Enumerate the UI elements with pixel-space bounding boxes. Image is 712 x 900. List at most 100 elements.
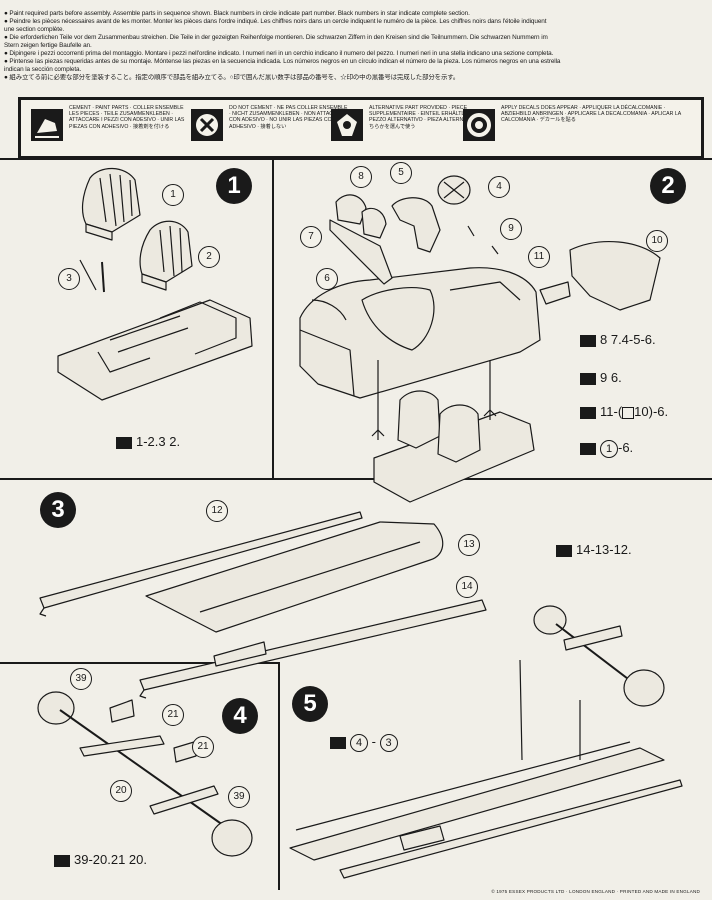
step2-sequence-a: 8 7.4-5-6.: [580, 332, 656, 347]
step4-sequence: 39-20.21 20.: [54, 852, 147, 867]
pedal-part-3: [101, 261, 105, 293]
intro-line: une section complète.: [4, 26, 65, 33]
divider: [0, 478, 712, 480]
callout-part-21: 21: [162, 704, 184, 726]
divider: [272, 160, 274, 478]
car-body: [299, 267, 541, 399]
step4-sequence-text: 39-20.21 20.: [74, 852, 148, 867]
callout-part-14: 14: [456, 576, 478, 598]
symbol-legend: CEMENT · PAINT PARTS · COLLER ENSEMBLE L…: [18, 97, 704, 159]
step3-sequence: 14-13-12.: [556, 542, 632, 557]
intro-line: ● 組み立てる前に必要な部分を塗装すること。指定の順序で部品を組み立てる。○印で…: [4, 74, 460, 81]
seat-floor-assembly: [373, 390, 535, 503]
alternate-part-icon: [331, 109, 363, 141]
bracket-part-11: [539, 281, 571, 305]
callout-part-10: 10: [646, 230, 668, 252]
cement-icon: [556, 544, 572, 557]
part-circle: 3: [379, 734, 398, 752]
cement-icon: [580, 334, 596, 347]
callout-part-9: 9: [500, 218, 522, 240]
step2-sequence-a-text: 8 7.4-5-6.: [600, 332, 656, 347]
intro-line: ● Pintense las piezas requeridas antes d…: [4, 58, 561, 65]
step2-sequence-b-text: 9 6.: [600, 370, 622, 385]
step2-sequence-c-text-b: 10)-6.: [634, 404, 669, 419]
copyright-notice: © 1975 ESSEX PRODUCTS LTD · LONDON ENGLA…: [491, 889, 700, 894]
divider: [0, 662, 278, 664]
part-circle: 1: [600, 440, 618, 458]
intro-line: ● Dipingere i pezzi occorrenti prima del…: [4, 50, 554, 57]
legend-decal-text: APPLY DECALS DOES APPEAR · APPLIQUER LA …: [501, 105, 681, 124]
step-number-5: 5: [292, 686, 328, 722]
callout-part-5: 5: [390, 162, 412, 184]
callout-part-20: 20: [110, 780, 132, 802]
callout-part-11: 11: [528, 246, 550, 268]
callout-part-1: 1: [162, 184, 184, 206]
callout-part-7: 7: [300, 226, 322, 248]
step-number-3: 3: [40, 492, 76, 528]
floor-pan: [57, 299, 253, 401]
cement-icon: [580, 442, 596, 455]
divider: [0, 158, 712, 160]
cement-icon: [580, 406, 596, 419]
legend-cement: CEMENT · PAINT PARTS · COLLER ENSEMBLE L…: [27, 103, 187, 151]
intro-line: ● Peindre les pièces nécessaires avant d…: [4, 18, 547, 25]
rear-axle-assembly: [533, 605, 665, 707]
dashboard-part-7: [329, 219, 393, 285]
cement-icon: [330, 736, 346, 749]
cowl-part-5: [391, 197, 441, 253]
callout-part-4: 4: [488, 176, 510, 198]
intro-instructions: ● Paint required parts before assembly. …: [4, 10, 704, 82]
legend-do-not-cement-text: DO NOT CEMENT · NE PAS COLLER ENSEMBLE ·…: [229, 105, 348, 130]
step2-sequence-c: 11-( 10)-6.: [580, 404, 668, 419]
legend-decal: APPLY DECALS DOES APPEAR · APPLIQUER LA …: [459, 103, 689, 151]
cement-icon: [580, 372, 596, 385]
fender-part-10: [569, 241, 661, 311]
assembled-chassis: [289, 741, 683, 879]
legend-alternate-part: ALTERNATIVE PART PROVIDED · PIECE SUPPLE…: [327, 103, 487, 151]
callout-part-13: 13: [458, 534, 480, 556]
step1-sequence: 1-2.3 2.: [116, 434, 180, 449]
cement-icon: [116, 436, 132, 449]
floor-panel-13: [145, 521, 444, 633]
screen-part-8: [335, 194, 387, 239]
intro-line: indican la sección completa.: [4, 66, 82, 73]
callout-part-12: 12: [206, 500, 228, 522]
cement-icon: [31, 109, 63, 141]
legend-alternate-part-text: ALTERNATIVE PART PROVIDED · PIECE SUPPLE…: [369, 105, 487, 130]
step2-sequence-b: 9 6.: [580, 370, 622, 385]
step2-sequence-c-text-a: 11-(: [600, 404, 623, 419]
step1-sequence-text: 1-2.3 2.: [136, 434, 181, 449]
callout-part-39: 39: [228, 786, 250, 808]
do-not-cement-icon: [622, 406, 635, 419]
divider: [278, 662, 280, 890]
step-number-2: 2: [650, 168, 686, 204]
step-number-1: 1: [216, 168, 252, 204]
small-part-9: [467, 225, 499, 255]
steering-wheel-part-4: [437, 175, 471, 205]
callout-part-6: 6: [316, 268, 338, 290]
seat-part-2: [139, 220, 193, 291]
intro-line: ● Paint required parts before assembly. …: [4, 10, 470, 17]
step5-sequence: 4 - 3: [330, 734, 398, 752]
callout-part-21: 21: [192, 736, 214, 758]
step2-sequence-d: 1-6.: [580, 440, 633, 458]
legend-cement-text: CEMENT · PAINT PARTS · COLLER ENSEMBLE L…: [69, 105, 185, 130]
do-not-cement-icon: [191, 109, 223, 141]
frame-rail-14: [139, 599, 487, 699]
intro-line: Stern zeigen fertige Baufelle an.: [4, 42, 92, 49]
callout-part-2: 2: [198, 246, 220, 268]
part-circle: 4: [350, 734, 368, 752]
step-number-4: 4: [222, 698, 258, 734]
intro-line: ● Die erforderlichen Teile vor dem Zusam…: [4, 34, 548, 41]
step2-sequence-d-text: -6.: [618, 440, 634, 455]
front-axle-assembly: [37, 691, 253, 857]
frame-rail-12: [39, 511, 363, 617]
decal-icon: [463, 109, 495, 141]
callout-part-8: 8: [350, 166, 372, 188]
cement-icon: [54, 854, 70, 867]
callout-part-39: 39: [70, 668, 92, 690]
callout-part-3: 3: [58, 268, 80, 290]
seat-part-1: [81, 167, 141, 241]
legend-do-not-cement: DO NOT CEMENT · NE PAS COLLER ENSEMBLE ·…: [187, 103, 347, 151]
